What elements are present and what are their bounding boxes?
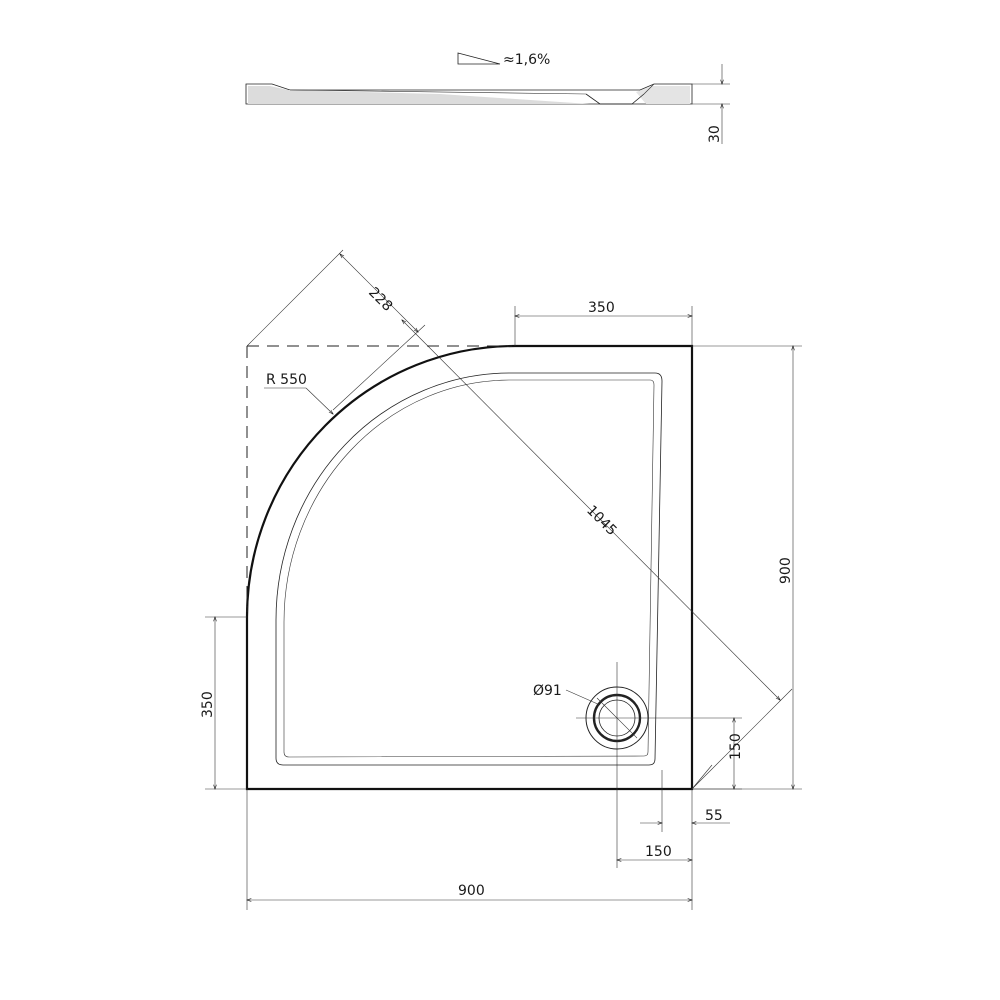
- slope-triangle-icon: [457, 52, 501, 65]
- drain-diameter-value: Ø91: [533, 683, 562, 699]
- radius-value: R 550: [266, 372, 307, 388]
- bottom-width-value: 900: [458, 883, 485, 899]
- tray-plan-view: [245, 344, 694, 791]
- drain: [576, 662, 742, 868]
- slope-indicator: ≈1,6%: [457, 52, 550, 68]
- drain-bottom-value: 150: [728, 733, 744, 760]
- rim-width-dimension: 55: [640, 770, 730, 832]
- offset-value: 228: [365, 285, 395, 315]
- diagonal-dimension: 1045: [402, 320, 793, 790]
- top-straight-dimension: 350: [515, 300, 692, 346]
- left-straight-dimension: 350: [200, 617, 247, 789]
- drain-diameter-callout: Ø91: [533, 683, 601, 706]
- height-dimension: 30: [692, 64, 730, 144]
- tray-basin-edge: [283, 379, 655, 758]
- drain-right-dimension: 150: [617, 832, 692, 868]
- drain-right-value: 150: [645, 844, 672, 860]
- radius-callout: R 550: [264, 372, 333, 414]
- right-height-value: 900: [778, 557, 794, 584]
- slope-label: ≈1,6%: [503, 52, 550, 68]
- drain-bottom-dimension: 150: [691, 718, 744, 789]
- top-straight-value: 350: [588, 300, 615, 316]
- height-value: 30: [707, 125, 723, 143]
- bottom-width-dimension: 900: [247, 789, 692, 910]
- side-profile-view: [245, 83, 693, 105]
- tray-inner-rim: [275, 372, 663, 766]
- left-straight-value: 350: [200, 691, 216, 718]
- tray-outline: [245, 344, 694, 791]
- right-height-dimension: 900: [692, 346, 802, 789]
- rim-width-value: 55: [705, 808, 723, 824]
